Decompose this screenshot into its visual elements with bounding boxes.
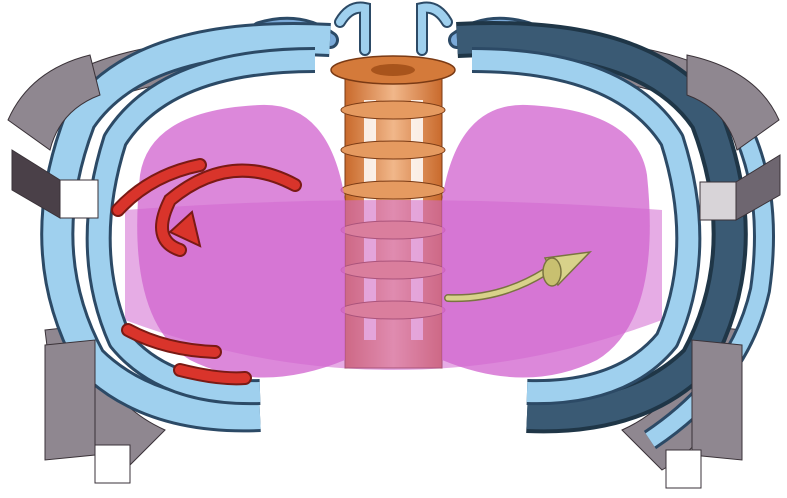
coil-block-left (60, 180, 98, 218)
coil-block-bottom-left (95, 445, 130, 483)
coil-block-bottom-right (666, 450, 701, 488)
coil-block-right (700, 182, 736, 220)
